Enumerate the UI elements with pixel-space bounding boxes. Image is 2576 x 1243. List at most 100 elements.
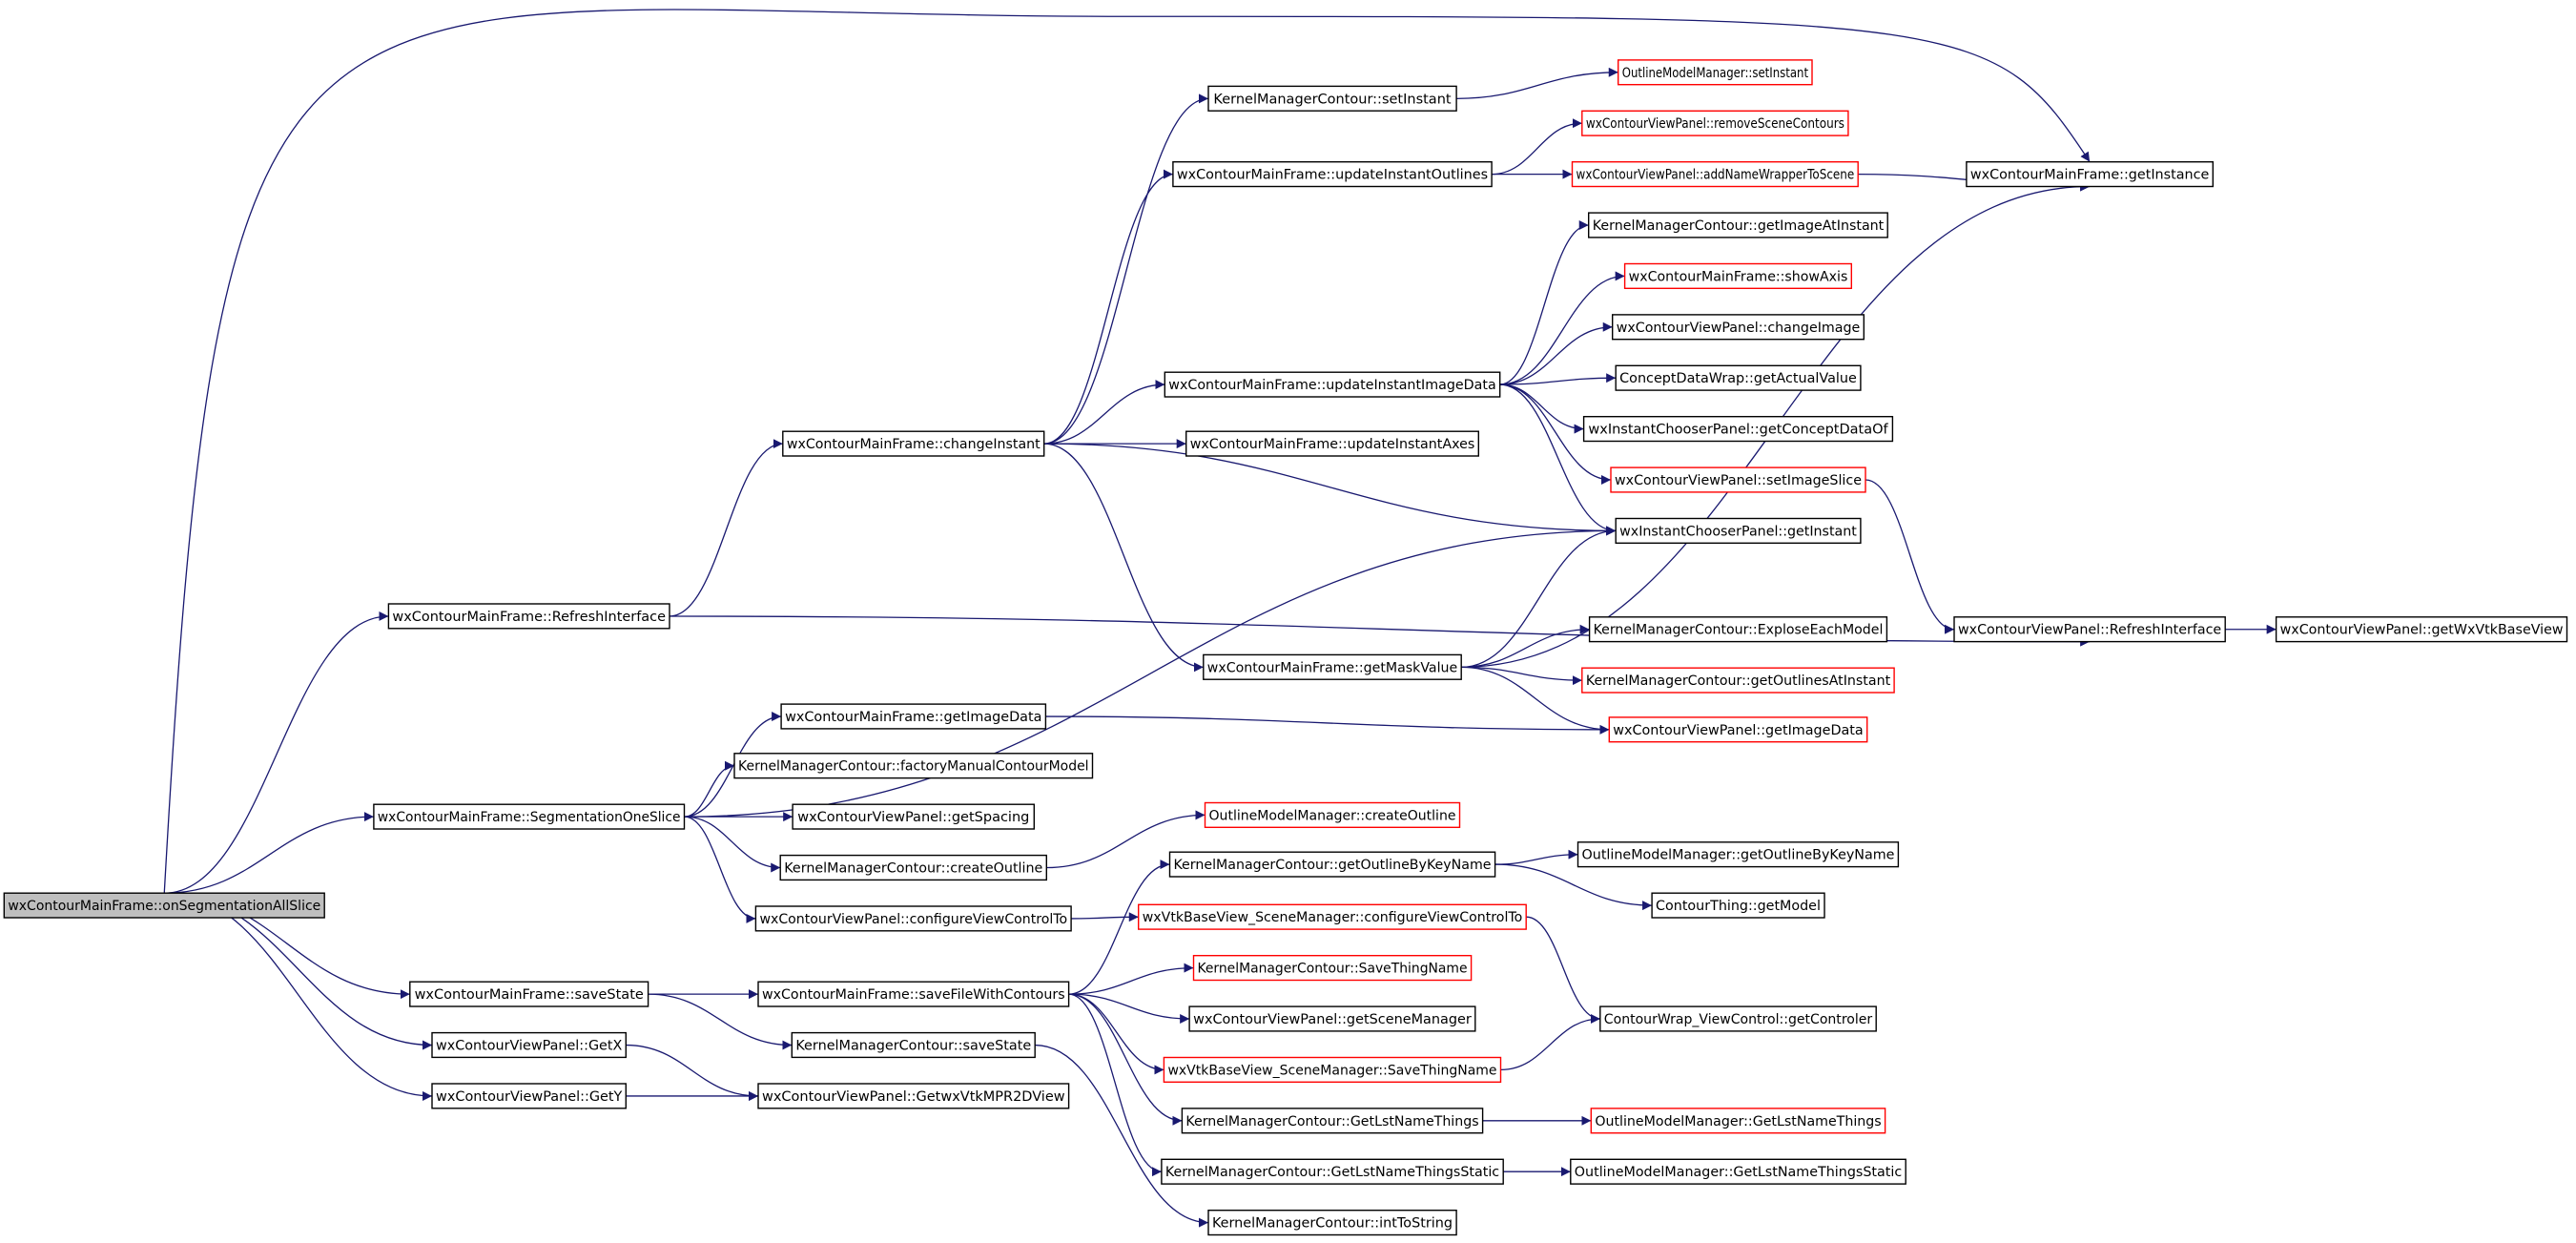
node-get-y[interactable]: wxContourViewPanel::GetY: [431, 1083, 628, 1109]
node-label: wxContourMainFrame::saveState: [415, 987, 644, 1003]
node-int-to-string[interactable]: KernelManagerContour::intToString: [1207, 1209, 1457, 1236]
node-label: wxContourViewPanel::GetY: [436, 1089, 622, 1105]
node-box: [1203, 653, 1462, 680]
node-save-state-kmc[interactable]: KernelManagerContour::saveState: [791, 1031, 1036, 1059]
edge-configure-view-control-to-vp-to-configure-view-control-to-sm: [1071, 912, 1139, 922]
node-box: [1953, 616, 2226, 643]
edge-change-instant-to-update-instant-image-data: [1043, 380, 1165, 445]
node-label: KernelManagerContour::GetLstNameThingsSt…: [1165, 1165, 1499, 1180]
node-getwx-vtk-mpr2-dview[interactable]: wxContourViewPanel::GetwxVtkMPR2DView: [757, 1083, 1070, 1109]
node-label: wxVtkBaseView_SceneManager::SaveThingNam…: [1167, 1063, 1496, 1078]
edge-change-instant-to-update-instant-outlines: [1043, 169, 1173, 445]
node-get-actual-value[interactable]: ConceptDataWrap::getActualValue: [1615, 364, 1862, 391]
node-label: wxContourViewPanel::getImageData: [1613, 723, 1863, 738]
node-set-instant-omm[interactable]: OutlineModelManager::setInstant: [1617, 59, 1813, 86]
node-get-instance-mf[interactable]: wxContourMainFrame::getInstance: [1966, 160, 2214, 188]
edge-update-instant-image-data-to-change-image: [1499, 321, 1613, 385]
node-get-lst-name-things-kmc[interactable]: KernelManagerContour::GetLstNameThings: [1181, 1108, 1484, 1134]
node-get-scene-manager[interactable]: wxContourViewPanel::getSceneManager: [1188, 1005, 1476, 1032]
node-box: [1172, 160, 1493, 188]
node-label: wxContourMainFrame::RefreshInterface: [392, 610, 666, 625]
edge-save-file-with-contours-to-save-thing-name-kmc: [1068, 963, 1194, 995]
node-box: [1207, 1209, 1457, 1236]
node-change-image[interactable]: wxContourViewPanel::changeImage: [1611, 314, 1865, 341]
node-on-segmentation-all-slice[interactable]: wxContourMainFrame::onSegmentationAllSli…: [3, 892, 325, 919]
edge-save-file-with-contours-to-get-lst-name-things-kmc: [1068, 993, 1183, 1126]
node-box: [779, 854, 1048, 881]
node-label: wxContourMainFrame::getMaskValue: [1207, 660, 1457, 675]
node-save-thing-name-sm[interactable]: wxVtkBaseView_SceneManager::SaveThingNam…: [1163, 1056, 1502, 1083]
node-get-image-data-vp[interactable]: wxContourViewPanel::getImageData: [1608, 716, 1868, 743]
node-set-image-slice[interactable]: wxContourViewPanel::setImageSlice: [1610, 466, 1866, 493]
edge-change-instant-to-set-instant-kmc: [1043, 93, 1208, 445]
node-get-model[interactable]: ContourThing::getModel: [1651, 892, 1825, 919]
edge-segmentation-one-slice-to-create-outline-kmc: [684, 816, 781, 873]
node-factory-manual-contour-model[interactable]: KernelManagerContour::factoryManualConto…: [733, 753, 1094, 779]
node-save-thing-name-kmc[interactable]: KernelManagerContour::SaveThingName: [1192, 955, 1473, 982]
node-update-instant-outlines[interactable]: wxContourMainFrame::updateInstantOutline…: [1172, 160, 1493, 188]
node-get-lst-name-things-omm[interactable]: OutlineModelManager::GetLstNameThings: [1590, 1108, 1886, 1134]
node-get-x[interactable]: wxContourViewPanel::GetX: [431, 1031, 628, 1059]
node-refresh-interface[interactable]: wxContourMainFrame::RefreshInterface: [387, 603, 670, 630]
node-label: wxContourViewPanel::getWxVtkBaseView: [2280, 623, 2564, 638]
edge-on-segmentation-all-slice-to-get-instance-mf: [163, 9, 2091, 894]
node-set-instant-kmc[interactable]: KernelManagerContour::setInstant: [1207, 85, 1457, 112]
node-label: OutlineModelManager::getOutlineByKeyName: [1582, 848, 1895, 863]
node-label: wxContourMainFrame::updateInstantOutline…: [1177, 168, 1488, 183]
node-get-lst-name-things-static-kmc[interactable]: KernelManagerContour::GetLstNameThingsSt…: [1161, 1158, 1504, 1185]
node-get-outlines-at-instant[interactable]: KernelManagerContour::getOutlinesAtInsta…: [1581, 667, 1895, 694]
node-label: KernelManagerContour::getOutlinesAtInsta…: [1586, 673, 1891, 689]
node-label: wxContourViewPanel::GetX: [436, 1039, 622, 1054]
node-refresh-interface-vp[interactable]: wxContourViewPanel::RefreshInterface: [1953, 616, 2226, 643]
node-get-image-data-mf[interactable]: wxContourMainFrame::getImageData: [780, 703, 1047, 730]
node-add-name-wrapper-to-scene[interactable]: wxContourViewPanel::addNameWrapperToScen…: [1571, 160, 1859, 188]
node-label: wxContourMainFrame::updateInstantImageDa…: [1168, 378, 1495, 393]
node-get-image-at-instant[interactable]: KernelManagerContour::getImageAtInstant: [1587, 212, 1888, 238]
node-show-axis[interactable]: wxContourMainFrame::showAxis: [1623, 262, 1852, 289]
node-save-state[interactable]: wxContourMainFrame::saveState: [409, 981, 649, 1007]
node-label: wxContourViewPanel::RefreshInterface: [1958, 623, 2221, 638]
edge-create-outline-kmc-to-create-outline-omm: [1046, 810, 1206, 869]
node-save-file-with-contours[interactable]: wxContourMainFrame::saveFileWithContours: [757, 981, 1070, 1007]
node-box: [757, 1083, 1070, 1109]
node-box: [1571, 160, 1859, 188]
node-box: [1577, 841, 1900, 868]
edge-save-file-with-contours-to-get-lst-name-things-static-kmc: [1068, 993, 1162, 1177]
edge-update-instant-image-data-to-get-image-at-instant: [1499, 220, 1589, 385]
node-get-spacing[interactable]: wxContourViewPanel::getSpacing: [792, 803, 1035, 830]
edge-change-instant-to-get-mask-value: [1043, 443, 1204, 673]
node-update-instant-axes[interactable]: wxContourMainFrame::updateInstantAxes: [1185, 430, 1479, 457]
node-change-instant[interactable]: wxContourMainFrame::changeInstant: [782, 430, 1045, 457]
node-box: [1204, 801, 1461, 828]
node-update-instant-image-data[interactable]: wxContourMainFrame::updateInstantImageDa…: [1164, 371, 1501, 398]
node-configure-view-control-to-sm[interactable]: wxVtkBaseView_SceneManager::configureVie…: [1137, 903, 1527, 930]
node-get-outline-by-key-name-kmc[interactable]: KernelManagerContour::getOutlineByKeyNam…: [1168, 851, 1496, 878]
edge-get-image-data-mf-to-get-image-data-vp: [1045, 715, 1610, 735]
node-get-outline-by-key-name-omm[interactable]: OutlineModelManager::getOutlineByKeyName: [1577, 841, 1900, 868]
edge-update-instant-image-data-to-get-actual-value: [1499, 373, 1617, 385]
node-get-mask-value[interactable]: wxContourMainFrame::getMaskValue: [1203, 653, 1462, 680]
node-label: wxInstantChooserPanel::getInstant: [1619, 524, 1857, 539]
node-label: wxContourViewPanel::GetwxVtkMPR2DView: [762, 1089, 1065, 1105]
node-get-instant-icp[interactable]: wxInstantChooserPanel::getInstant: [1615, 517, 1862, 544]
node-get-wx-vtk-base-view[interactable]: wxContourViewPanel::getWxVtkBaseView: [2275, 616, 2568, 643]
node-create-outline-omm[interactable]: OutlineModelManager::createOutline: [1204, 801, 1461, 828]
node-remove-scene-contours[interactable]: wxContourViewPanel::removeSceneContours: [1581, 110, 1849, 136]
node-label: wxVtkBaseView_SceneManager::configureVie…: [1143, 910, 1523, 925]
node-configure-view-control-to-vp[interactable]: wxContourViewPanel::configureViewControl…: [754, 905, 1072, 932]
node-label: OutlineModelManager::createOutline: [1209, 808, 1456, 823]
node-get-lst-name-things-static-omm[interactable]: OutlineModelManager::GetLstNameThingsSta…: [1570, 1158, 1906, 1185]
node-label: KernelManagerContour::createOutline: [784, 861, 1042, 877]
node-label: wxContourViewPanel::getSceneManager: [1193, 1012, 1472, 1027]
edge-get-outline-by-key-name-kmc-to-get-outline-by-key-name-omm: [1494, 849, 1578, 865]
node-label: KernelManagerContour::intToString: [1212, 1216, 1453, 1232]
node-box: [1192, 955, 1473, 982]
node-get-controler[interactable]: ContourWrap_ViewControl::getControler: [1599, 1005, 1877, 1032]
node-segmentation-one-slice[interactable]: wxContourMainFrame::SegmentationOneSlice: [373, 803, 686, 830]
node-box: [1137, 903, 1527, 930]
node-explose-each-model[interactable]: KernelManagerContour::ExploseEachModel: [1588, 616, 1888, 643]
node-box: [3, 892, 325, 919]
node-get-concept-data-of[interactable]: wxInstantChooserPanel::getConceptDataOf: [1582, 416, 1894, 443]
node-create-outline-kmc[interactable]: KernelManagerContour::createOutline: [779, 854, 1048, 881]
